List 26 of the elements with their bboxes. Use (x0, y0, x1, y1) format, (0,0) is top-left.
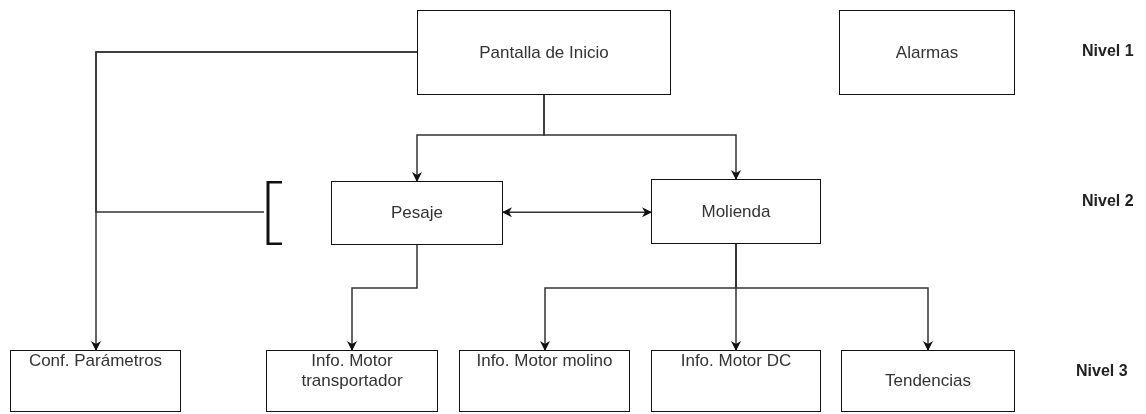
level-label: Nivel 1 (1082, 42, 1134, 60)
box-label: Alarmas (895, 42, 959, 63)
screen-box (417, 10, 671, 95)
screen-box (651, 350, 821, 412)
bracket-symbol (264, 181, 282, 245)
level-label: Nivel 3 (1076, 362, 1128, 380)
box-label: Pantalla de Inicio (479, 42, 609, 63)
connector-arrow (735, 243, 933, 351)
screen-box (331, 181, 503, 245)
level-label: Nivel 2 (1082, 192, 1134, 210)
screen-box (651, 179, 821, 244)
connector-arrow (502, 207, 652, 218)
screen-box (841, 350, 1015, 412)
box-label: Pesaje (391, 203, 443, 223)
box-label: Tendencias (885, 371, 971, 391)
box-label: Info. Motor molino (476, 351, 613, 371)
box-label: Info. Motor DC (680, 351, 792, 371)
screen-box (839, 10, 1015, 95)
box-label: Conf. Parámetros (28, 351, 163, 371)
screen-box (10, 350, 181, 412)
box-label: Info. Motor transportador (300, 351, 404, 391)
connector-arrow (543, 94, 741, 180)
connector-arrow (347, 244, 418, 351)
box-label: Molienda (701, 201, 771, 222)
screen-box (459, 350, 630, 412)
screen-box (266, 350, 438, 412)
